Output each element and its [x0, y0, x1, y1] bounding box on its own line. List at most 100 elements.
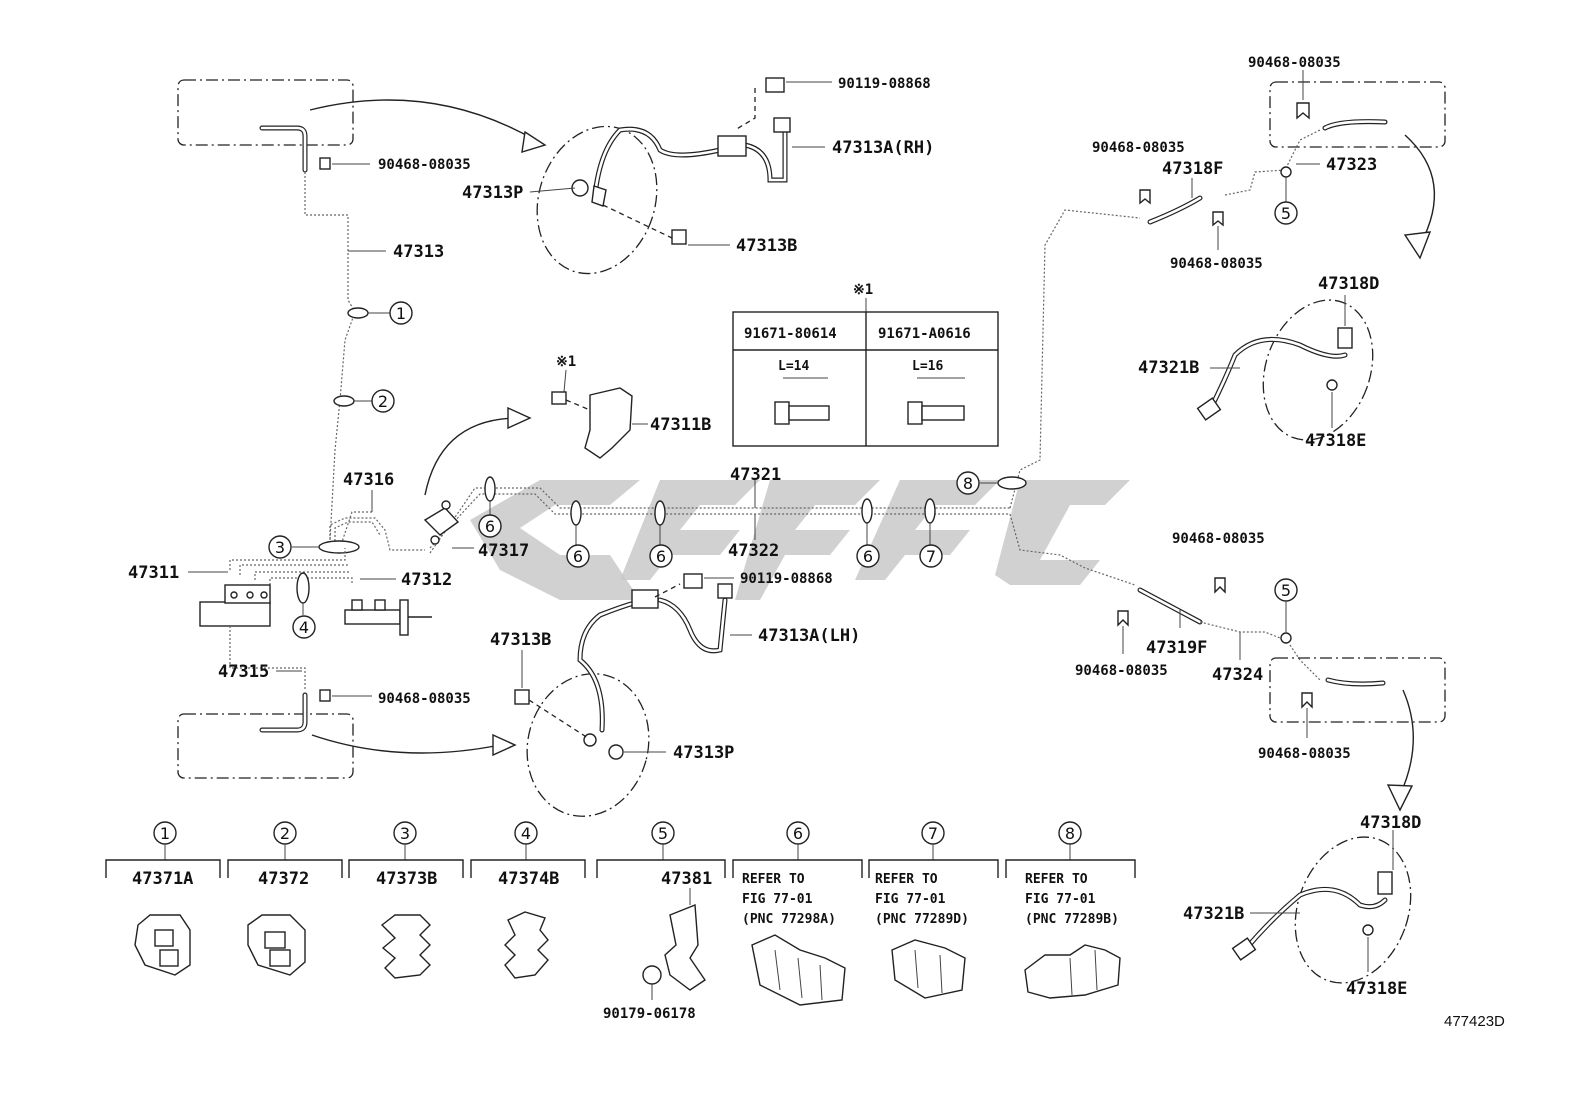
table-col2-part: 91671-A0616	[878, 326, 971, 342]
svg-text:1: 1	[396, 304, 406, 323]
callout-6d	[856, 544, 880, 568]
legend-ref3-7: (PNC 77289D)	[875, 912, 969, 927]
svg-text:6: 6	[656, 547, 666, 566]
label-clip-tr-top: 90468-08035	[1248, 55, 1341, 71]
hose-rh-fitting	[773, 117, 791, 133]
detail-box-upper-right	[1269, 81, 1446, 148]
label-47324: 47324	[1212, 665, 1263, 685]
detail-box-lower-left	[177, 713, 354, 779]
master-cylinder	[344, 609, 401, 625]
svg-text:1: 1	[160, 824, 170, 843]
svg-text:6: 6	[485, 517, 495, 536]
svg-text:3: 3	[275, 538, 285, 557]
label-47316: 47316	[343, 470, 394, 490]
svg-text:7: 7	[928, 824, 938, 843]
svg-text:6: 6	[863, 547, 873, 566]
label-clip-mr-left: 90468-08035	[1075, 663, 1168, 679]
callout-6c	[649, 544, 673, 568]
label-clip-tr-left: 90468-08035	[1092, 140, 1185, 156]
label-bolt-top: 90119-08868	[838, 76, 931, 92]
callout-8	[956, 471, 980, 495]
legend-ref1-8: REFER TO	[1025, 872, 1088, 887]
label-47322: 47322	[728, 541, 779, 561]
label-hose-rh: 47313A(RH)	[832, 138, 934, 158]
label-clip-tr-bottom: 90468-08035	[1170, 256, 1263, 272]
label-47313P-bottom: 47313P	[673, 743, 734, 763]
label-47313B-bottom: 47313B	[490, 630, 551, 650]
arrow-to-rh-hose	[309, 99, 536, 141]
legend-part-3: 47373B	[376, 869, 437, 889]
legend-part-1: 47371A	[132, 869, 193, 889]
brake-actuator-47311	[199, 601, 271, 627]
hose-rh-bracket	[717, 135, 747, 157]
label-47318D-bottom: 47318D	[1360, 813, 1421, 833]
svg-text:6: 6	[573, 547, 583, 566]
label-47318E-bottom: 47318E	[1346, 979, 1407, 999]
figure-code: 477423D	[1444, 1013, 1505, 1030]
legend-part-5: 47381	[661, 869, 712, 889]
legend-ref1-6: REFER TO	[742, 872, 805, 887]
label-47318D-top: 47318D	[1318, 274, 1379, 294]
callout-2	[371, 389, 395, 413]
svg-text:7: 7	[926, 547, 936, 566]
detail-box-lower-right	[1269, 657, 1446, 723]
table-col2-length: L=16	[912, 359, 943, 374]
label-47315: 47315	[218, 662, 269, 682]
callout-3	[268, 535, 292, 559]
svg-text:4: 4	[299, 618, 309, 637]
clamp-1	[347, 307, 369, 319]
label-47311: 47311	[128, 563, 179, 583]
label-clip-lower-left: 90468-08035	[378, 691, 471, 707]
clamp-2	[333, 395, 355, 407]
legend: 1 47371A 2 47372 3 47373B 4 47374B 5	[105, 821, 1136, 1022]
label-clip-upper-left: 90468-08035	[378, 157, 471, 173]
legend-part-5-extra: 90179-06178	[603, 1006, 696, 1022]
callout-1	[389, 301, 413, 325]
label-47311B: 47311B	[650, 415, 711, 435]
callout-5a	[1274, 201, 1298, 225]
bolt-spec-table: ※1 91671-80614 91671-A0616 L=14 L=16	[732, 282, 999, 447]
label-47313P-top: 47313P	[462, 183, 523, 203]
label-47323: 47323	[1326, 155, 1377, 175]
bracket-47311B	[584, 387, 633, 459]
detail-box-upper-left	[177, 79, 354, 146]
legend-part-4: 47374B	[498, 869, 559, 889]
svg-text:8: 8	[1065, 824, 1075, 843]
label-47313: 47313	[393, 242, 444, 262]
label-47321: 47321	[730, 465, 781, 485]
label-bolt-mid: 90119-08868	[740, 571, 833, 587]
callout-6a	[478, 514, 502, 538]
note-mark-table: ※1	[853, 282, 873, 298]
callout-6b	[566, 544, 590, 568]
fitting-47317	[423, 507, 460, 536]
legend-ref2-6: FIG 77-01	[742, 892, 813, 907]
label-47317: 47317	[478, 541, 529, 561]
label-hose-lh: 47313A(LH)	[758, 626, 860, 646]
legend-part-2: 47372	[258, 869, 309, 889]
callout-7	[919, 544, 943, 568]
legend-ref2-7: FIG 77-01	[875, 892, 946, 907]
legend-ref1-7: REFER TO	[875, 872, 938, 887]
svg-text:8: 8	[963, 474, 973, 493]
legend-ref2-8: FIG 77-01	[1025, 892, 1096, 907]
note-mark: ※1	[556, 354, 576, 370]
label-47318F: 47318F	[1162, 159, 1223, 179]
svg-text:5: 5	[658, 824, 668, 843]
label-47313B-top: 47313B	[736, 236, 797, 256]
svg-text:5: 5	[1281, 581, 1291, 600]
legend-ref3-6: (PNC 77298A)	[742, 912, 836, 927]
svg-text:3: 3	[400, 824, 410, 843]
label-clip-br: 90468-08035	[1258, 746, 1351, 762]
bolt-icon	[671, 229, 687, 245]
label-clip-mr-top: 90468-08035	[1172, 531, 1265, 547]
callout-4	[292, 615, 316, 639]
bolt-top-icon	[765, 77, 785, 93]
svg-text:2: 2	[280, 824, 290, 843]
table-col1-length: L=14	[778, 359, 809, 374]
label-47318E-top: 47318E	[1305, 431, 1366, 451]
svg-text:4: 4	[521, 824, 531, 843]
label-47312: 47312	[401, 570, 452, 590]
table-col1-part: 91671-80614	[744, 326, 837, 342]
